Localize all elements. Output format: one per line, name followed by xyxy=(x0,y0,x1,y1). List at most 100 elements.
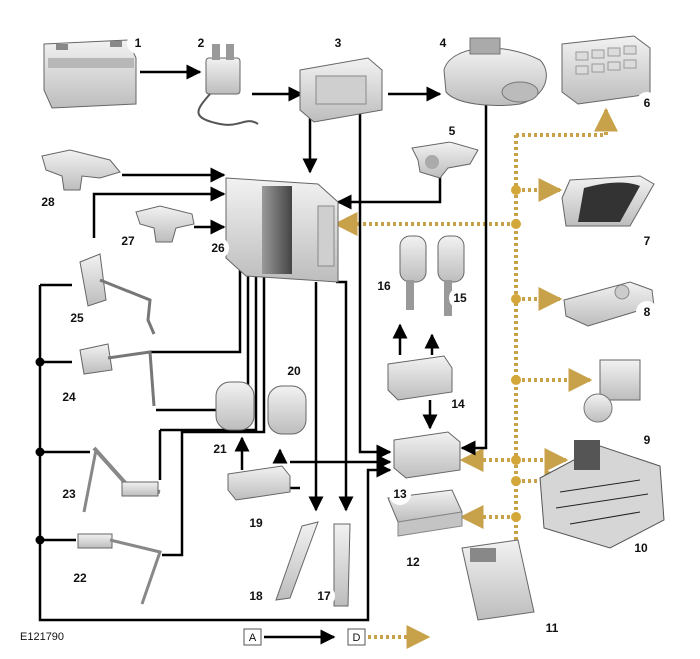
legend-key-a: A xyxy=(249,632,257,644)
callout-1: 1 xyxy=(127,32,149,54)
callout-12: 12 xyxy=(402,551,424,573)
transmission-control xyxy=(539,440,665,549)
callout-circle xyxy=(245,585,267,607)
height-sensor-25 xyxy=(79,253,156,335)
callout-label: 3 xyxy=(335,36,342,50)
rear-air-spring-20 xyxy=(267,385,307,435)
callout-3: 3 xyxy=(327,32,349,54)
callout-label: 23 xyxy=(62,487,76,501)
legend-key-a-box xyxy=(243,628,262,646)
callout-27: 27 xyxy=(117,230,139,252)
callout-label: 22 xyxy=(73,571,87,585)
callout-circle xyxy=(636,92,658,114)
callout-26: 26 xyxy=(207,237,229,259)
callout-label: 24 xyxy=(62,390,76,404)
callout-label: 27 xyxy=(121,234,135,248)
callout-label: 2 xyxy=(198,36,205,50)
instrument-cluster xyxy=(561,175,655,227)
callout-circle xyxy=(636,230,658,252)
callout-circle xyxy=(402,551,424,573)
callout-8: 8 xyxy=(636,301,658,323)
callout-circle xyxy=(117,230,139,252)
callout-circle xyxy=(313,585,335,607)
abs-module xyxy=(583,359,641,423)
callout-10: 10 xyxy=(630,537,652,559)
callout-circle xyxy=(127,32,149,54)
central-junction-box xyxy=(561,35,651,105)
valve-block-13 xyxy=(393,431,461,479)
callout-label: 14 xyxy=(451,397,465,411)
callout-5: 5 xyxy=(441,120,463,142)
callout-label: 5 xyxy=(449,124,456,138)
callout-13: 13 xyxy=(389,483,411,505)
callout-label: 20 xyxy=(287,364,301,378)
callout-21: 21 xyxy=(209,438,231,460)
callout-label: 16 xyxy=(377,279,391,293)
callout-circle xyxy=(66,307,88,329)
callout-label: 10 xyxy=(634,541,648,555)
callout-circle xyxy=(449,287,471,309)
callout-16: 16 xyxy=(373,275,395,297)
callout-7: 7 xyxy=(636,230,658,252)
figure-code: E121790 xyxy=(20,631,64,643)
legend-key-d-box xyxy=(347,628,366,646)
hardwire-lines xyxy=(38,64,488,622)
air-spring-damper-15 xyxy=(437,235,465,316)
height-sensor-23 xyxy=(82,446,161,513)
fuse-relay xyxy=(197,44,259,126)
callout-circle xyxy=(37,191,59,213)
accelerometer-sensor-28 xyxy=(41,149,121,191)
callout-circle xyxy=(58,386,80,408)
legend: A D xyxy=(243,625,431,649)
callout-25: 25 xyxy=(66,307,88,329)
callout-circle xyxy=(245,512,267,534)
callout-label: 4 xyxy=(440,36,447,50)
accelerometer-sensor-27 xyxy=(135,205,195,243)
callout-circle xyxy=(636,301,658,323)
callout-circle xyxy=(389,483,411,505)
air-spring-damper-16 xyxy=(399,235,427,310)
callout-label: 15 xyxy=(453,291,467,305)
callout-17: 17 xyxy=(313,585,335,607)
callout-label: 8 xyxy=(644,305,651,319)
junction-box xyxy=(299,57,383,123)
callout-circle xyxy=(447,393,469,415)
callout-label: 13 xyxy=(393,487,407,501)
battery xyxy=(43,39,137,109)
callout-circle xyxy=(69,567,91,589)
callout-circle xyxy=(190,32,212,54)
callout-18: 18 xyxy=(245,585,267,607)
terrain-switch-pack xyxy=(563,281,655,327)
engine-control-module xyxy=(461,539,535,621)
callout-label: 18 xyxy=(249,589,263,603)
valve-block-19 xyxy=(227,465,291,501)
legend-key-d: D xyxy=(353,632,361,644)
callout-label: 26 xyxy=(211,241,225,255)
callout-circle xyxy=(209,438,231,460)
callout-circle xyxy=(207,237,229,259)
damper-17 xyxy=(333,523,351,607)
callout-19: 19 xyxy=(245,512,267,534)
callout-9: 9 xyxy=(636,429,658,451)
callout-28: 28 xyxy=(37,191,59,213)
air-compressor xyxy=(443,37,547,106)
callout-label: 12 xyxy=(406,555,420,569)
damper-18 xyxy=(275,521,319,601)
callout-6: 6 xyxy=(636,92,658,114)
callout-label: 7 xyxy=(644,234,651,248)
callout-label: 11 xyxy=(546,621,559,635)
hardwire-junctions xyxy=(35,357,45,545)
callout-15: 15 xyxy=(449,287,471,309)
callout-circle xyxy=(432,32,454,54)
callout-label: 17 xyxy=(317,589,331,603)
callout-22: 22 xyxy=(69,567,91,589)
rear-air-spring-21 xyxy=(215,381,255,431)
callout-11: 11 xyxy=(541,617,563,639)
callout-2: 2 xyxy=(190,32,212,54)
callout-circle xyxy=(373,275,395,297)
callout-23: 23 xyxy=(58,483,80,505)
callout-label: 19 xyxy=(249,516,263,530)
callout-label: 1 xyxy=(135,36,142,50)
callout-circle xyxy=(636,429,658,451)
